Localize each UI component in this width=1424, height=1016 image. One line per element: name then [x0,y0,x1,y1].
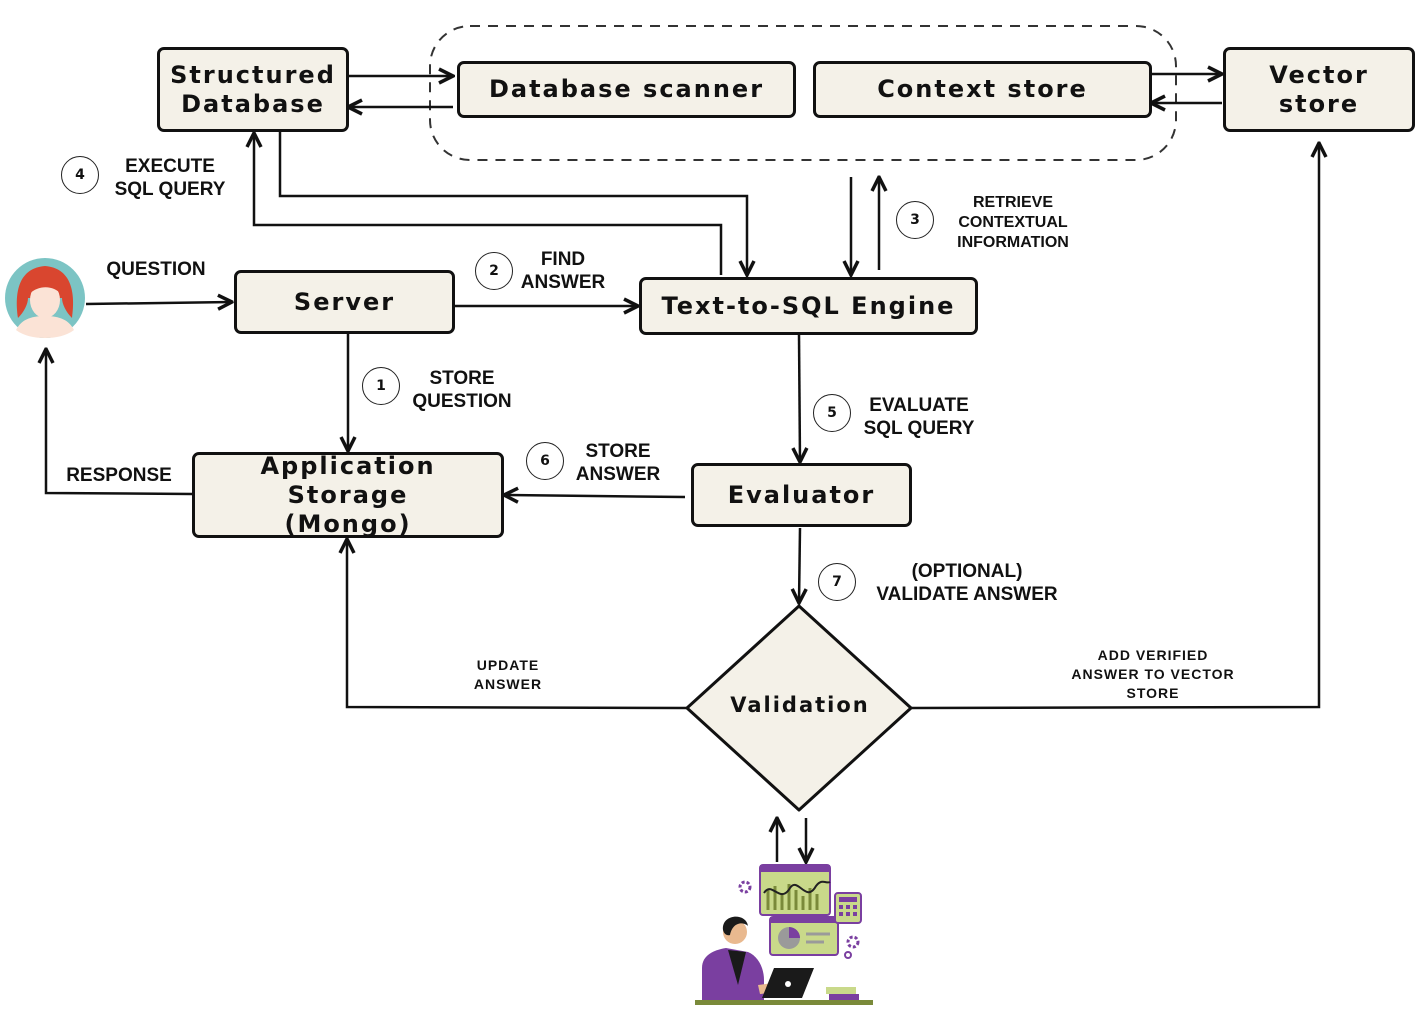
text-to-sql-engine-node: Text-to-SQL Engine [639,277,978,335]
validation-diamond [685,604,913,812]
step-4-badge: 4 [61,156,99,194]
server-node: Server [234,270,455,334]
structured-database-node: Structured Database [157,47,349,132]
vector-store-node: Vector store [1223,47,1415,132]
question-label: QUESTION [106,259,206,280]
execute-sql-label: EXECUTE SQL QUERY [114,156,226,200]
arrow-evaluator-to-validation [799,527,800,603]
evaluate-sql-label: EVALUATE SQL QUERY [863,395,975,439]
user-avatar-icon [5,258,85,338]
step-6-badge: 6 [526,442,564,480]
analyst-illustration-icon [695,864,873,1005]
application-storage-node: Application Storage (Mongo) [192,452,504,538]
validate-answer-label: (OPTIONAL) VALIDATE ANSWER [876,561,1058,605]
validation-label: Validation [730,693,870,717]
update-answer-label: UPDATE ANSWER [473,657,543,692]
step-3-badge: 3 [896,201,934,239]
arrow-validation-to-vector [910,143,1319,710]
arrow-evaluator-to-storage [504,495,686,497]
context-store-node: Context store [813,61,1152,118]
arrow-storage-to-user [46,349,193,496]
step-2-badge: 2 [475,252,513,290]
arrow-engine-to-db [254,133,723,275]
step-7-badge: 7 [818,563,856,601]
store-answer-label: STORE ANSWER [575,441,661,485]
find-answer-label: FIND ANSWER [520,249,606,293]
evaluator-node: Evaluator [691,463,912,527]
retrieve-context-label: RETRIEVE CONTEXTUAL INFORMATION [957,194,1069,251]
arrow-engine-to-evaluator [799,334,800,462]
add-verified-label: ADD VERIFIED ANSWER TO VECTOR STORE [1071,647,1235,701]
step-5-badge: 5 [813,394,851,432]
arrow-db-to-engine [278,132,747,275]
response-label: RESPONSE [66,465,172,486]
scanner-group-boundary [429,25,1177,161]
step-1-badge: 1 [362,367,400,405]
store-question-label: STORE QUESTION [412,368,512,412]
arrow-user-to-server [85,302,232,304]
arrow-validation-to-storage [347,539,689,710]
database-scanner-node: Database scanner [457,61,796,118]
